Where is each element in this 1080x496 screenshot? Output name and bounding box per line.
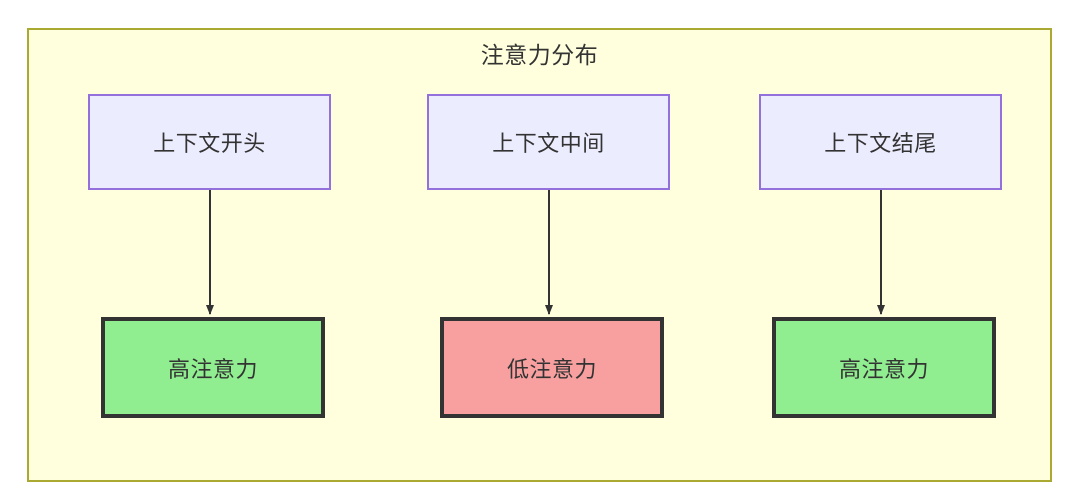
- node-context-end[interactable]: 上下文结尾: [759, 94, 1002, 190]
- node-context-start-label: 上下文开头: [153, 131, 266, 156]
- subgraph-title: 注意力分布: [480, 42, 599, 68]
- node-context-middle[interactable]: 上下文中间: [427, 94, 670, 190]
- node-context-end-label: 上下文结尾: [824, 131, 937, 156]
- node-high-attention-right[interactable]: 高注意力: [772, 317, 996, 418]
- node-context-middle-label: 上下文中间: [492, 131, 605, 156]
- node-low-attention-middle-label: 低注意力: [506, 356, 597, 382]
- node-high-attention-left[interactable]: 高注意力: [101, 317, 325, 418]
- node-high-attention-right-label: 高注意力: [838, 356, 929, 382]
- node-context-start[interactable]: 上下文开头: [88, 94, 331, 190]
- node-low-attention-middle[interactable]: 低注意力: [440, 317, 664, 418]
- node-high-attention-left-label: 高注意力: [167, 356, 258, 382]
